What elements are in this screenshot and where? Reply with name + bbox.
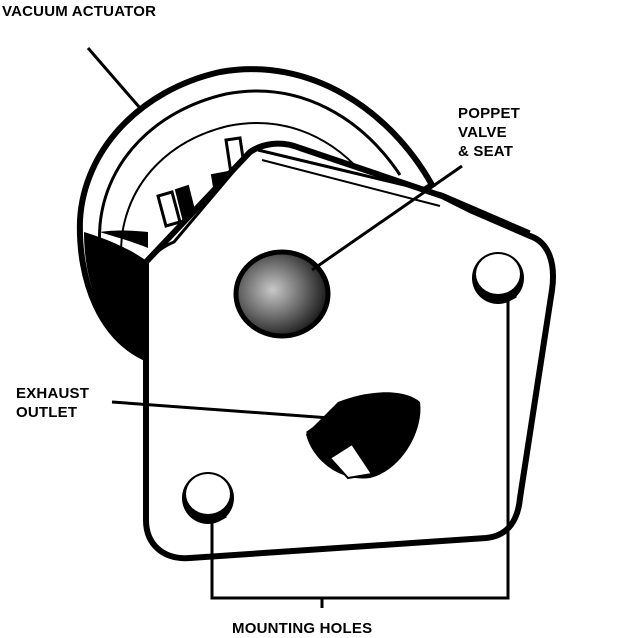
label-mounting-holes: MOUNTING HOLES [232, 619, 372, 638]
label-exhaust-line-2: OUTLET [16, 404, 78, 421]
leader-mounting-holes [210, 300, 510, 600]
mounting-hole-right [472, 252, 524, 304]
label-poppet-line-2: VALVE [458, 124, 507, 141]
exhaust-outlet [306, 392, 421, 480]
leader-vacuum-actuator [86, 47, 142, 109]
label-exhaust-outlet: EXHAUST OUTLET [16, 384, 89, 422]
leader-poppet-valve [311, 164, 463, 272]
leader-lines [86, 47, 510, 608]
leader-exhaust-outlet [111, 400, 331, 420]
mounting-plate [143, 140, 556, 562]
poppet-valve-knob [233, 249, 331, 339]
label-mounting-holes-text: MOUNTING HOLES [232, 620, 373, 637]
mounting-hole-left [182, 472, 234, 524]
label-poppet-valve-seat: POPPET VALVE & SEAT [458, 104, 520, 161]
label-vacuum-actuator-text: VACUUM ACTUATOR [2, 3, 157, 20]
label-vacuum-actuator: VACUUM ACTUATOR [2, 2, 156, 21]
label-poppet-line-3: & SEAT [458, 143, 514, 160]
label-poppet-line-1: POPPET [458, 105, 521, 122]
label-exhaust-line-1: EXHAUST [16, 385, 90, 402]
